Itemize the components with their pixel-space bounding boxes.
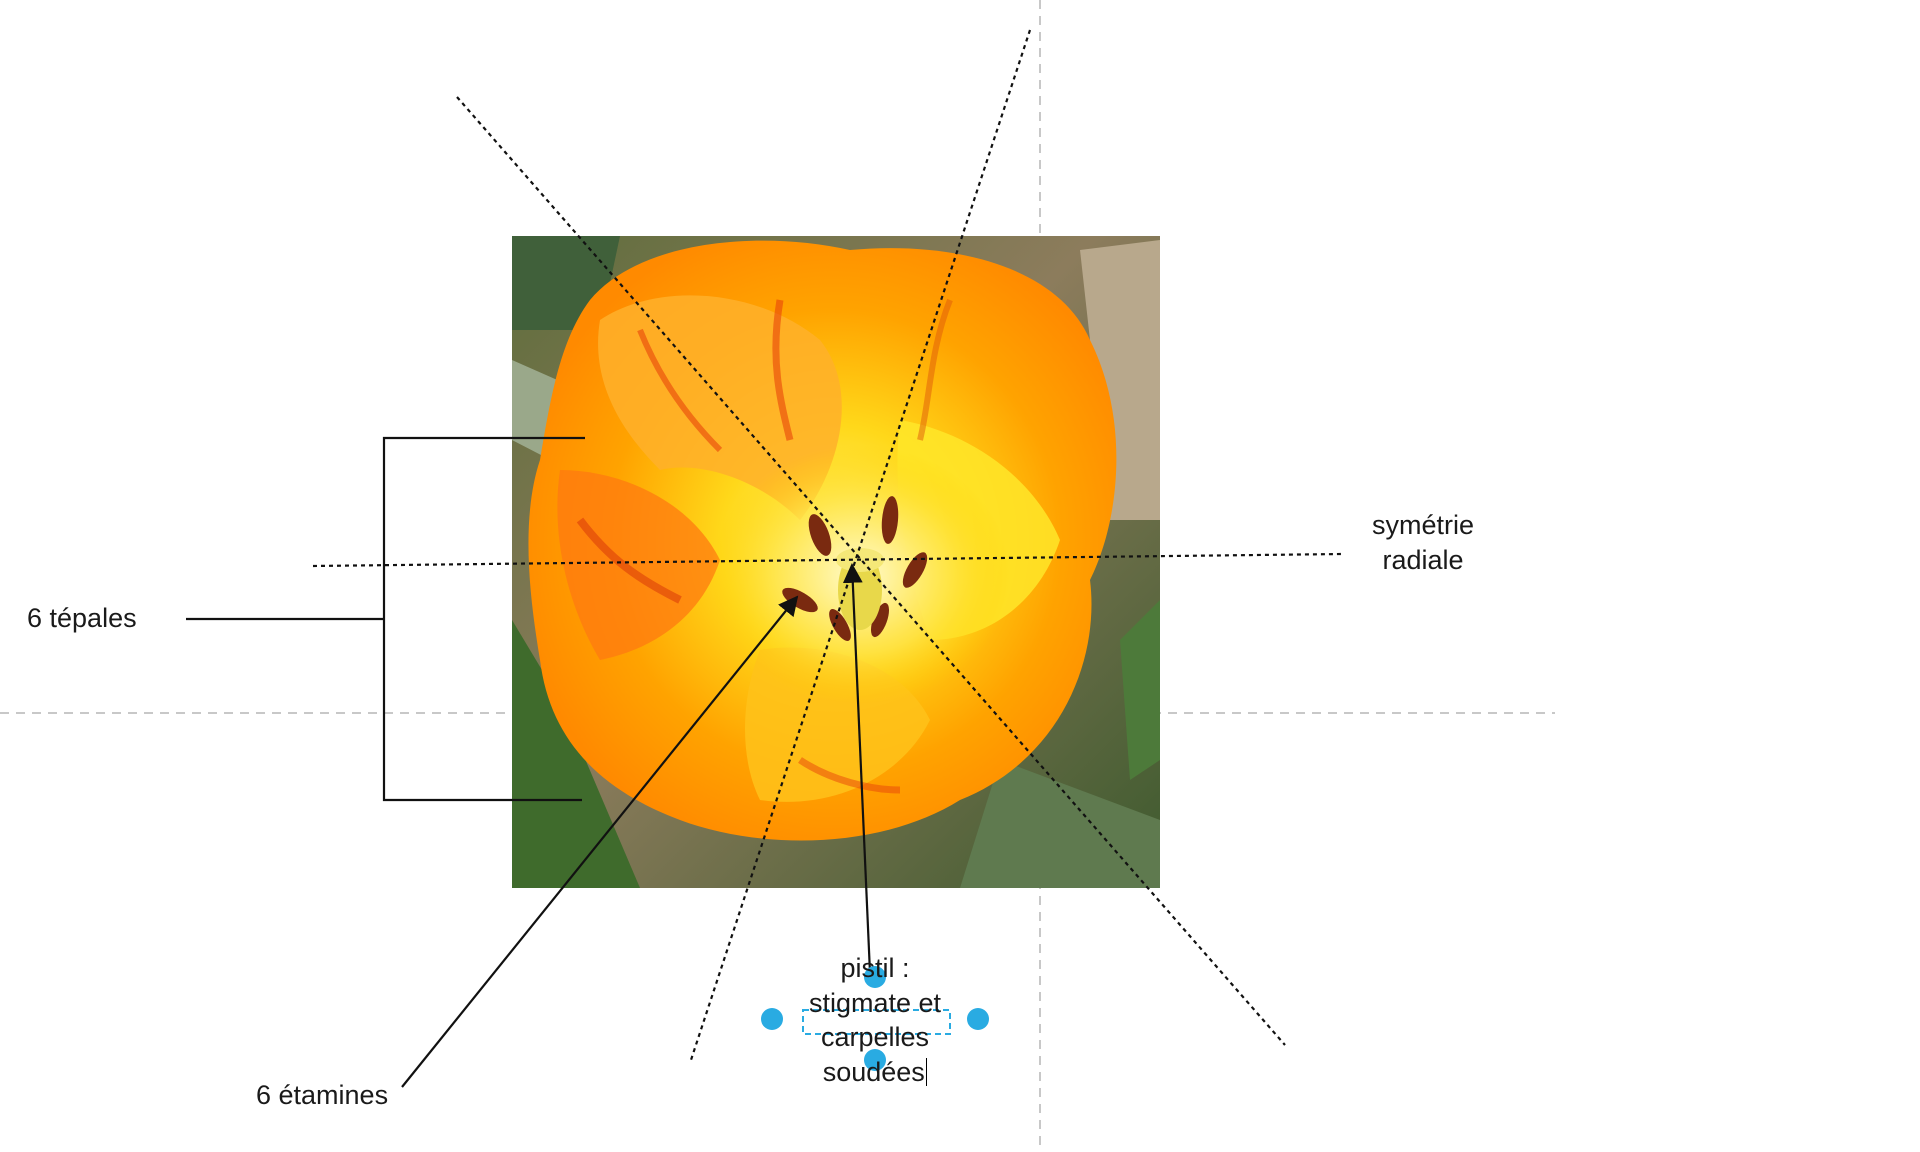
label-pistil-line-3: carpelles — [820, 1022, 930, 1053]
label-pistil[interactable]: pistil : stigmate et carpelles soudées — [785, 951, 965, 1089]
text-caret — [925, 1057, 928, 1086]
selection-handle-top[interactable] — [864, 966, 886, 988]
label-etamines[interactable]: 6 étamines — [256, 1080, 389, 1110]
label-pistil-line-4-text: soudées — [822, 1056, 925, 1087]
label-tepales[interactable]: 6 tépales — [27, 603, 137, 633]
label-pistil-line-1: pistil : — [840, 953, 910, 983]
pistil-arrow — [842, 563, 872, 974]
selection-handle-right[interactable] — [967, 1008, 989, 1030]
symmetry-axis-diagonal-1 — [456, 96, 1286, 1046]
selection-box — [802, 1009, 951, 1035]
selection-handle-bottom[interactable] — [864, 1049, 886, 1071]
selection-handle-left[interactable] — [761, 1008, 783, 1030]
label-pistil-line-2: stigmate et — [808, 987, 942, 1018]
symmetry-axis-diagonal-2 — [688, 29, 1032, 1064]
label-pistil-line-4: soudées — [785, 1055, 965, 1090]
label-symmetry-line-2: radiale — [1382, 544, 1464, 575]
tepales-bracket — [186, 436, 585, 802]
symmetry-axis-horizontal — [312, 552, 1344, 568]
label-symmetry-line-1: symétrie — [1371, 510, 1474, 540]
label-symmetry[interactable]: symétrie radiale — [1348, 508, 1498, 577]
text-selection-frame[interactable] — [761, 966, 989, 1071]
etamines-arrow — [401, 595, 799, 1088]
